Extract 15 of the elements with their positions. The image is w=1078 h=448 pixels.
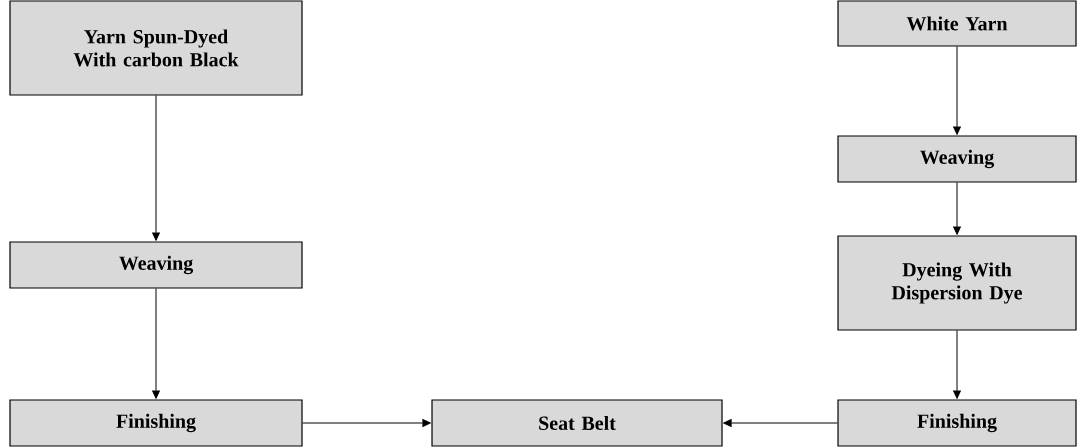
arrow: [152, 288, 160, 399]
arrow: [953, 182, 961, 235]
process-box: Weaving: [837, 135, 1077, 183]
process-box: Finishing: [9, 399, 303, 447]
arrow: [953, 330, 961, 399]
process-box: Dyeing With Dispersion Dye: [837, 235, 1077, 331]
arrow: [953, 46, 961, 135]
arrow: [723, 419, 838, 427]
arrow: [302, 419, 431, 427]
process-box: White Yarn: [837, 0, 1077, 47]
process-box: Finishing: [837, 399, 1077, 447]
process-box: Weaving: [9, 241, 303, 289]
arrow: [152, 95, 160, 241]
process-box: Yarn Spun-Dyed With carbon Black: [9, 0, 303, 96]
process-box: Seat Belt: [431, 399, 723, 447]
